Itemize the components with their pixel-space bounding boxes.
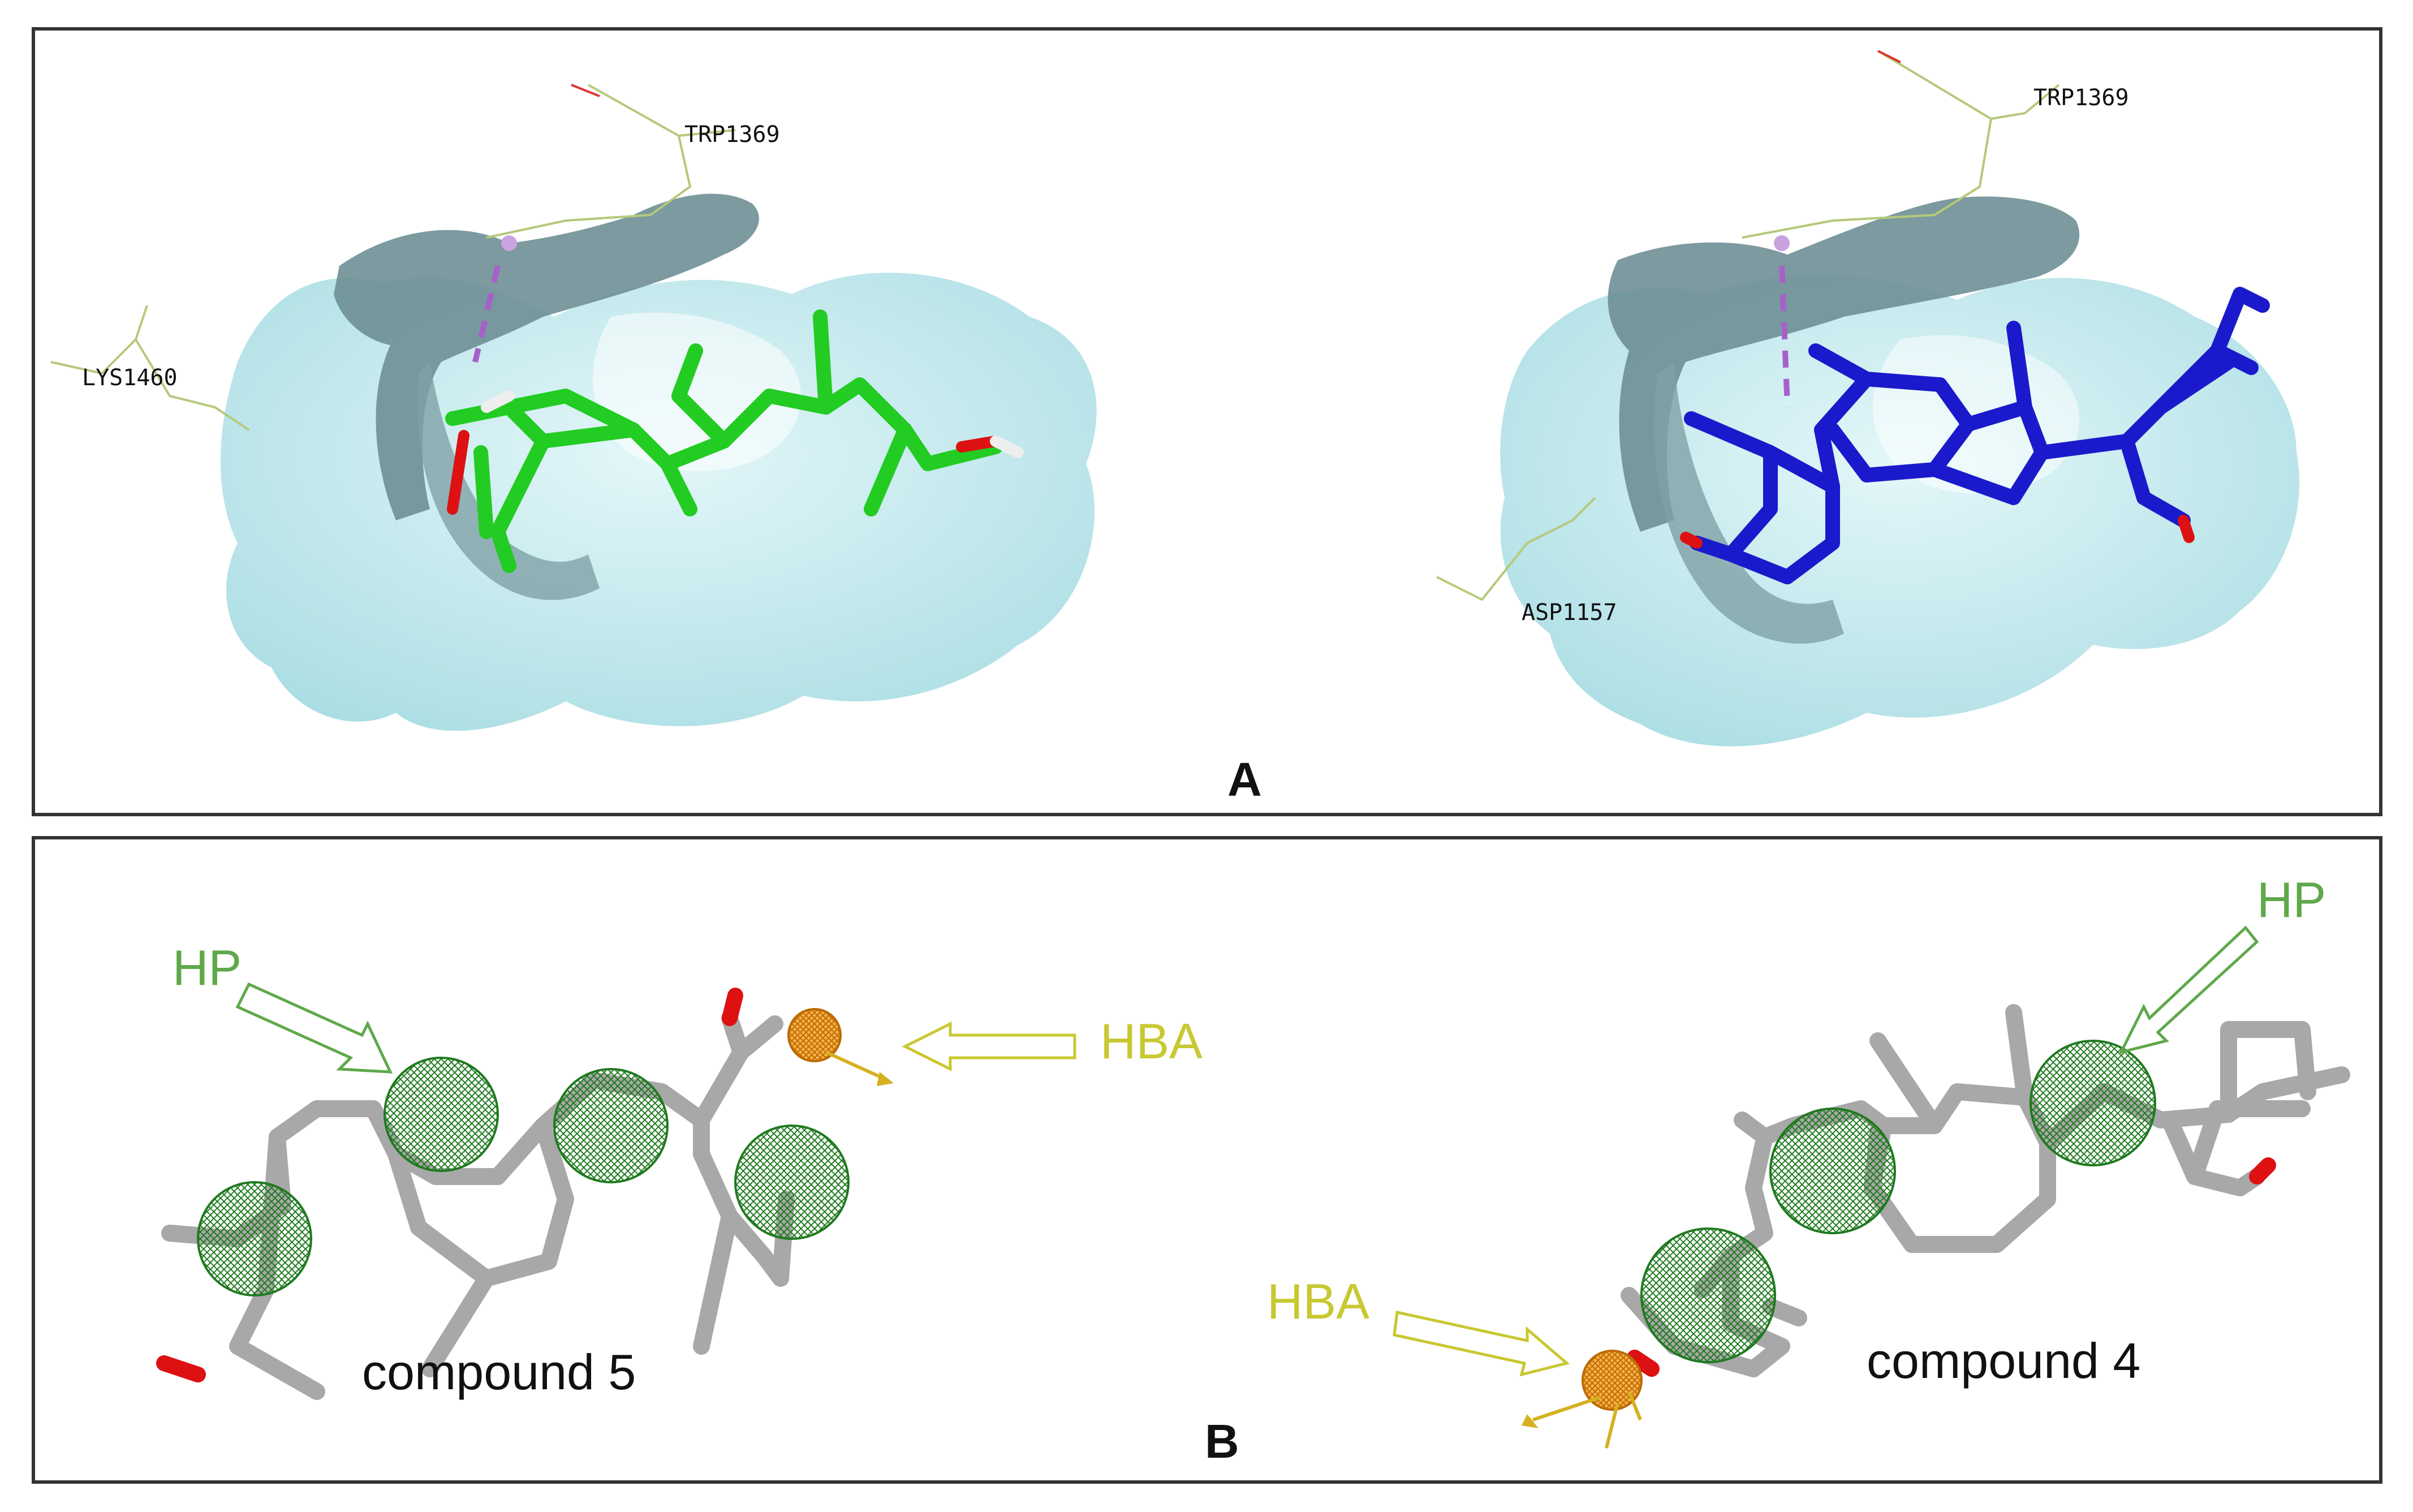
compound-4-label: compound 4 bbox=[1867, 1333, 2141, 1389]
panel-label-a: A bbox=[1227, 753, 1262, 806]
residue-label-trp-left: TRP1369 bbox=[684, 122, 780, 148]
residue-label-asp: ASP1157 bbox=[1522, 600, 1617, 626]
hba-label-right: HBA bbox=[1267, 1273, 1369, 1329]
residue-label-trp-right: TRP1369 bbox=[2033, 85, 2129, 111]
compound-5-model bbox=[156, 982, 1076, 1400]
residue-label-lys: LYS1460 bbox=[82, 365, 178, 391]
panel-label-b: B bbox=[1205, 1415, 1239, 1468]
compound-5-label: compound 5 bbox=[362, 1344, 636, 1400]
binding-pocket-right bbox=[1436, 50, 2300, 747]
hba-label-left: HBA bbox=[1100, 1013, 1203, 1069]
compound-4-model bbox=[1393, 925, 2350, 1449]
hp-label-right: HP bbox=[2257, 872, 2326, 928]
hp-label-left: HP bbox=[173, 940, 242, 996]
binding-pocket-left bbox=[50, 84, 1097, 731]
